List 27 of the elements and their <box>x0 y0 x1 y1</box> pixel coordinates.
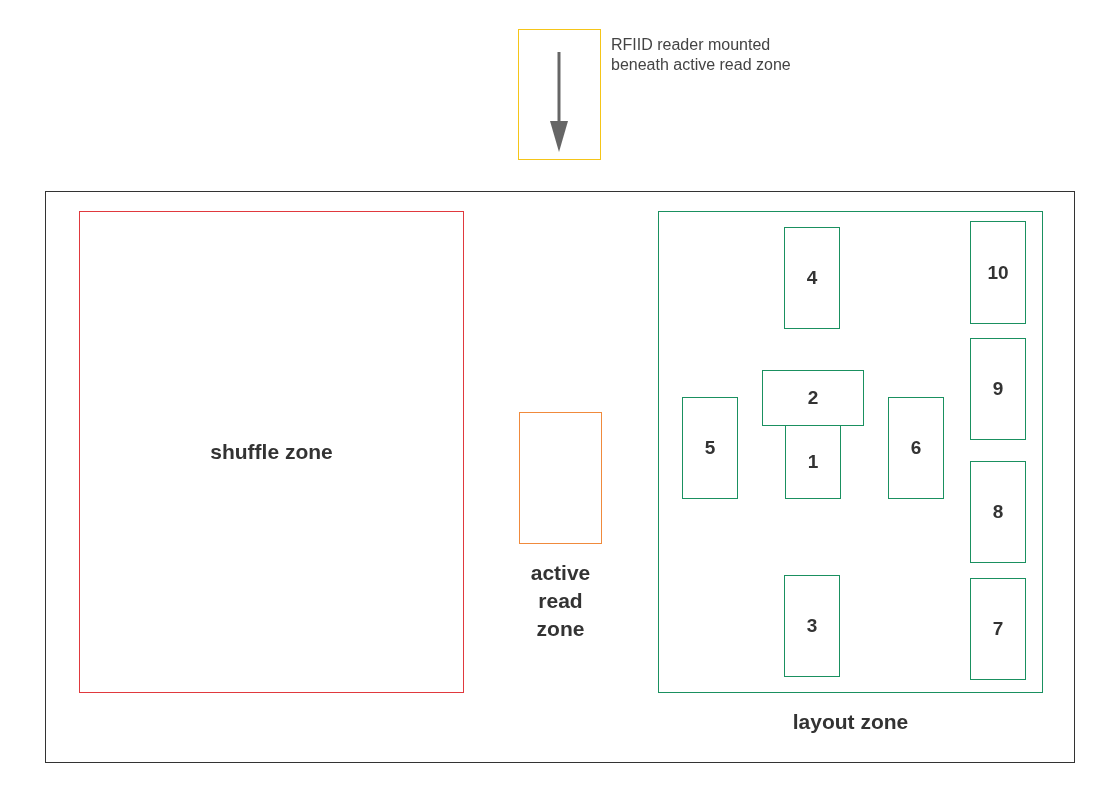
card-outline <box>970 461 1026 563</box>
card-number: 6 <box>909 437 923 459</box>
card-number: 2 <box>806 387 820 409</box>
card-outline <box>970 578 1026 680</box>
reader-note: RFIID reader mounted beneath active read zone <box>611 35 792 75</box>
zone-label: active read zone <box>529 560 592 642</box>
card-number: 1 <box>806 451 820 473</box>
card-number: 7 <box>991 618 1005 640</box>
card-number: 5 <box>703 437 717 459</box>
zone-box <box>79 211 464 693</box>
card-number: 3 <box>805 615 819 637</box>
card-outline <box>784 575 840 677</box>
zone-label: shuffle zone <box>209 439 334 465</box>
card-number: 4 <box>805 267 819 289</box>
card-outline <box>888 397 944 499</box>
table-outline <box>45 191 1075 763</box>
card-outline <box>785 426 841 499</box>
card-number: 8 <box>991 501 1005 523</box>
card-outline <box>970 221 1026 324</box>
card-outline <box>682 397 738 499</box>
card-outline <box>970 338 1026 440</box>
zone-label: layout zone <box>791 709 910 735</box>
card-outline <box>784 227 840 329</box>
card-number: 9 <box>991 378 1005 400</box>
card-number: 10 <box>986 261 1010 284</box>
reader-box <box>518 29 601 160</box>
card-outline <box>762 370 864 426</box>
